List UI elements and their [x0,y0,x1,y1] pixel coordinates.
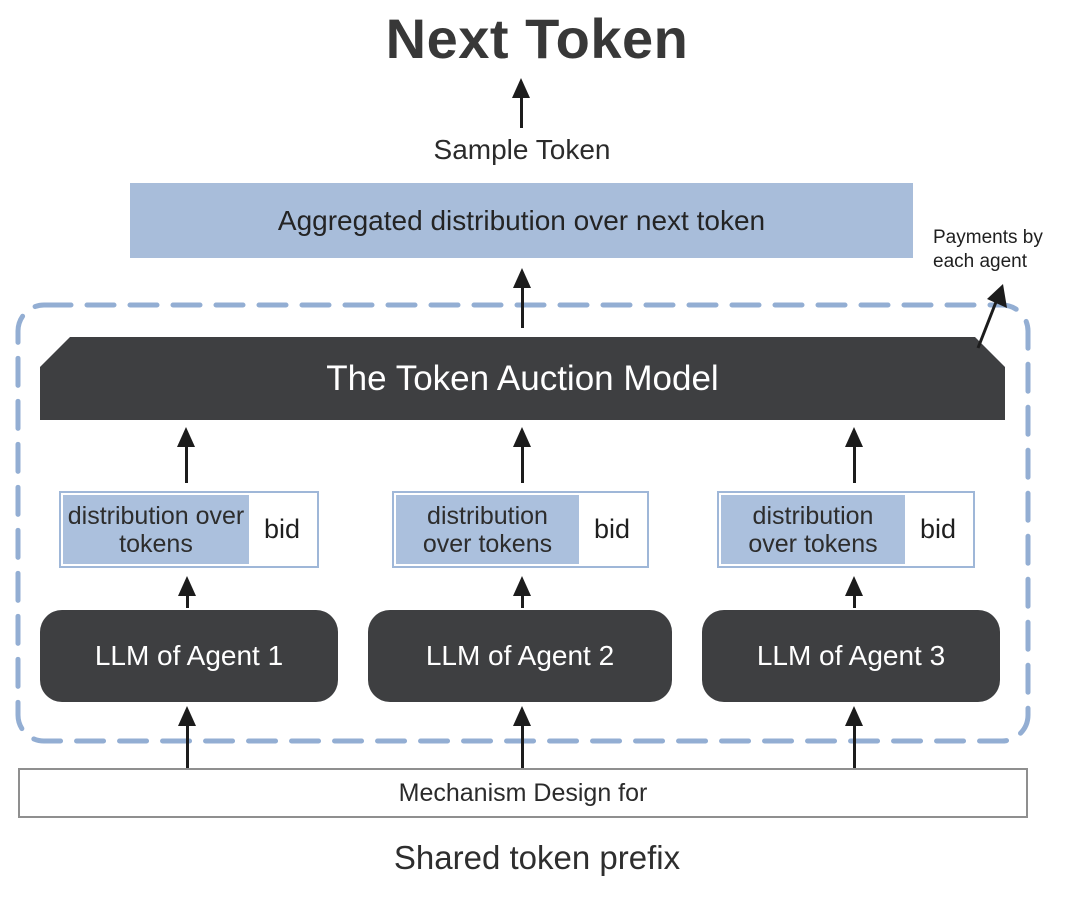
payments-note-line2: each agent [933,251,1028,273]
arrow-up-icon [844,576,864,608]
shared-token-prefix-caption: Shared token prefix [393,839,681,876]
agent2-distribution-label: distribution over tokens [396,495,579,564]
aggregated-distribution-box: Aggregated distribution over next token [130,183,913,258]
agent2-llm-label: LLM of Agent 2 [425,640,615,671]
arrow-up-icon [512,576,532,608]
agent2-bid-label: bid [579,495,645,564]
arrow-up-icon [177,576,197,608]
arrow-stem [520,724,524,768]
shared-prefix-box: Mechanism Design for [18,768,1028,818]
arrow-stem [519,96,523,128]
aggregated-distribution-label: Aggregated distribution over next token [277,204,766,236]
agent1-llm-box: LLM of Agent 1 [40,610,338,702]
sample-token-label: Sample Token [433,134,611,165]
arrow-up-icon [512,427,532,483]
arrow-head [178,576,196,596]
agent1-distribution-label: distribution over tokens [63,495,249,564]
arrow-head [513,706,531,726]
arrow-head [512,78,530,98]
arrow-up-icon [512,268,532,328]
arrow-head [845,576,863,596]
arrow-up-icon [511,78,531,128]
arrow-up-icon [844,427,864,483]
agent2-llm-box: LLM of Agent 2 [368,610,672,702]
agent3-distribution-bid-box: distribution over tokens bid [717,491,975,568]
agent1-bid-label: bid [249,495,315,564]
arrow-head [177,427,195,447]
token-auction-model-label: The Token Auction Model [326,358,719,398]
shared-prefix-box-label: Mechanism Design for [398,778,648,807]
agent3-bid-label: bid [905,495,971,564]
agent3-llm-label: LLM of Agent 3 [756,640,946,671]
agent1-llm-label: LLM of Agent 1 [94,640,284,671]
agent3-distribution-label: distribution over tokens [721,495,905,564]
arrow-stem [184,445,188,483]
arrow-stem [852,724,856,768]
arrow-stem [520,594,524,608]
arrow-head [513,427,531,447]
agent3-llm-box: LLM of Agent 3 [702,610,1000,702]
arrow-stem [852,445,856,483]
arrow-stem [185,724,189,768]
arrow-head [513,268,531,288]
agent1-distribution-bid-box: distribution over tokens bid [59,491,319,568]
arrow-diagonal-icon [976,284,1007,349]
arrow-stem [520,445,524,483]
arrow-head [845,706,863,726]
page-title: Next Token [385,7,689,70]
token-auction-model-box: The Token Auction Model [40,337,1005,420]
arrow-up-icon [176,427,196,483]
arrow-stem [852,594,856,608]
payments-note-line1: Payments by [933,227,1043,248]
arrow-head [178,706,196,726]
arrow-stem [185,594,189,608]
arrow-up-icon [512,706,532,768]
arrow-up-icon [844,706,864,768]
payments-note: Payments by each agent [933,226,1073,275]
arrow-head [845,427,863,447]
agent2-distribution-bid-box: distribution over tokens bid [392,491,649,568]
arrow-up-icon [177,706,197,768]
arrow-head [513,576,531,596]
arrow-stem [520,286,524,328]
